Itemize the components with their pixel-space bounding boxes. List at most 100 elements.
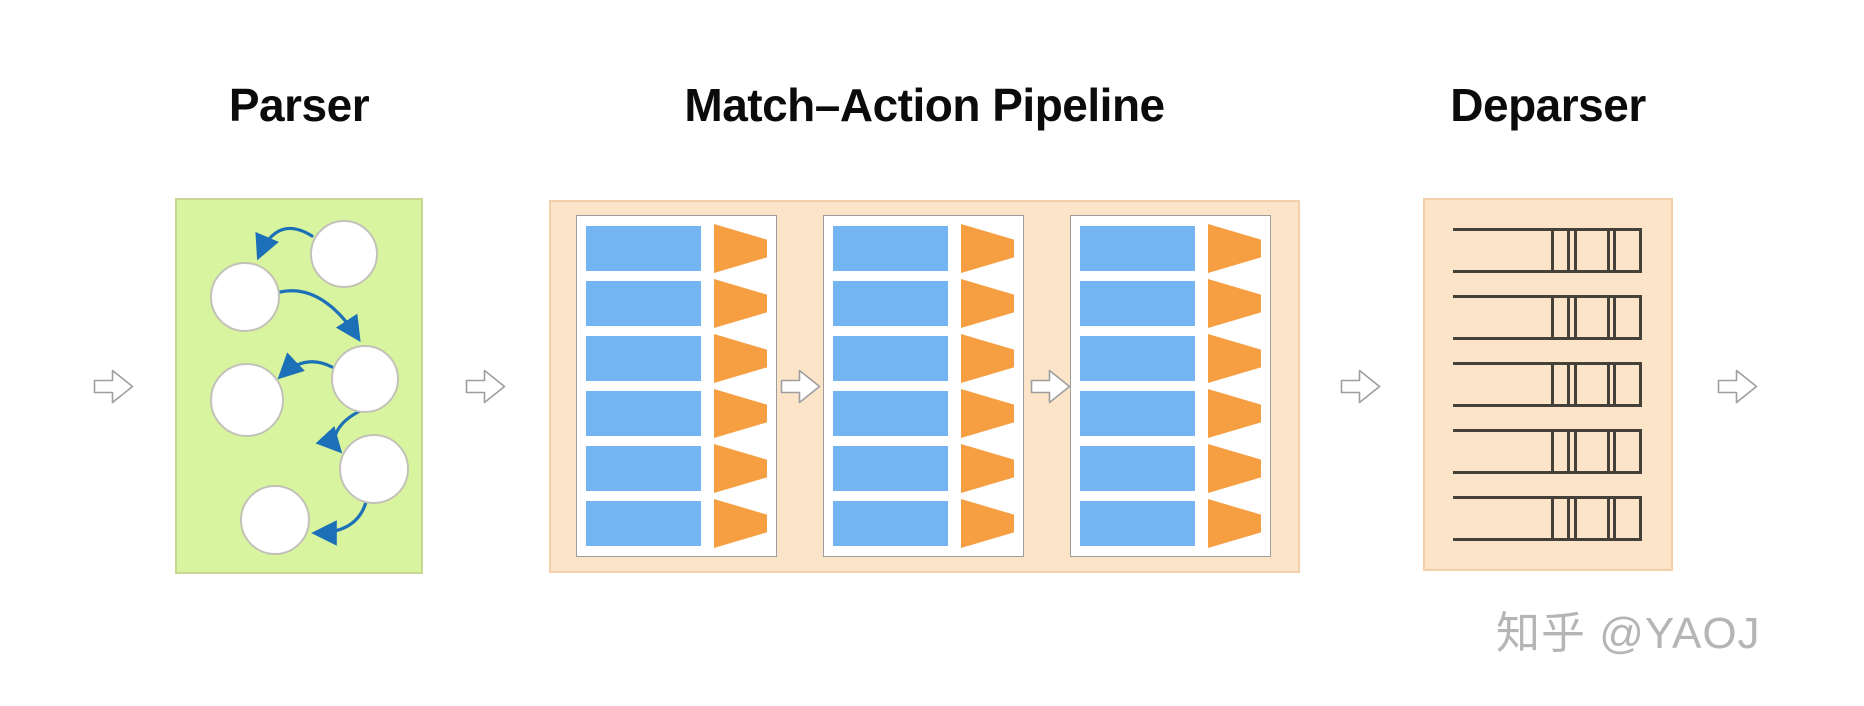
match-table-bar [833, 446, 948, 491]
action-unit-icon [714, 499, 767, 548]
flow-arrow-icon [780, 369, 821, 404]
deparser-box [1423, 198, 1673, 571]
match-table-bar [833, 281, 948, 326]
match-table-bar [833, 226, 948, 271]
action-unit-icon [961, 389, 1014, 438]
match-action-row [833, 499, 1023, 548]
action-unit-icon [961, 334, 1014, 383]
packet-top-line [1453, 429, 1642, 432]
match-action-row [586, 334, 776, 383]
packet-header-cell [1613, 295, 1642, 340]
match-table-bar [586, 226, 701, 271]
match-action-row [833, 444, 1023, 493]
packet-top-line [1453, 228, 1642, 231]
action-unit-icon [961, 499, 1014, 548]
action-unit-icon [714, 224, 767, 273]
action-unit-icon [714, 389, 767, 438]
match-action-row [833, 389, 1023, 438]
flow-arrow-icon [1340, 369, 1381, 404]
packet-header-cell [1551, 429, 1570, 474]
match-table-bar [1080, 336, 1195, 381]
packet-top-line [1453, 295, 1642, 298]
match-action-row [1080, 334, 1270, 383]
parser-title: Parser [228, 79, 370, 131]
flow-arrow-icon [465, 369, 506, 404]
match-table-bar [1080, 446, 1195, 491]
packet-bottom-line [1453, 404, 1642, 407]
match-table-bar [1080, 501, 1195, 546]
parser-state-node [339, 434, 409, 504]
match-table-bar [586, 336, 701, 381]
match-action-row [1080, 389, 1270, 438]
parser-state-node [240, 485, 310, 555]
packet-header-cell [1574, 228, 1610, 273]
match-action-stage [576, 215, 777, 557]
packet-bottom-line [1453, 270, 1642, 273]
action-unit-icon [714, 279, 767, 328]
packet-row [1453, 429, 1642, 474]
action-unit-icon [1208, 389, 1261, 438]
action-unit-icon [961, 224, 1014, 273]
parser-transition-edge [255, 226, 314, 261]
packet-header-cell [1551, 295, 1570, 340]
packet-bottom-line [1453, 471, 1642, 474]
packet-row [1453, 362, 1642, 407]
match-action-row [833, 334, 1023, 383]
pipeline-title: Match–Action Pipeline [684, 79, 1165, 131]
action-unit-icon [1208, 334, 1261, 383]
parser-box [175, 198, 423, 574]
parser-state-node [331, 345, 399, 413]
watermark: 知乎 @YAOJ [1496, 609, 1761, 658]
match-action-row [833, 224, 1023, 273]
match-action-row [586, 389, 776, 438]
match-action-row [586, 224, 776, 273]
match-table-bar [586, 281, 701, 326]
flow-arrow-icon [93, 369, 134, 404]
match-table-bar [833, 501, 948, 546]
match-action-row [586, 499, 776, 548]
parser-state-node [210, 363, 284, 437]
parser-transition-edge [278, 289, 361, 343]
parser-state-node [210, 262, 280, 332]
parser-transition-edge [277, 352, 334, 380]
flow-arrow-icon [1717, 369, 1758, 404]
packet-header-cell [1613, 429, 1642, 474]
parser-state-diagram [210, 220, 409, 555]
match-table-bar [586, 501, 701, 546]
match-table-bar [1080, 281, 1195, 326]
packet-header-cell [1551, 496, 1570, 541]
match-action-row [586, 444, 776, 493]
match-action-row [1080, 224, 1270, 273]
match-action-row [1080, 444, 1270, 493]
packet-header-cell [1574, 362, 1610, 407]
action-unit-icon [714, 334, 767, 383]
match-table-bar [1080, 391, 1195, 436]
match-table-bar [833, 336, 948, 381]
packet-bottom-line [1453, 538, 1642, 541]
action-unit-icon [961, 444, 1014, 493]
packet-header-cell [1551, 228, 1570, 273]
deparser-title: Deparser [1450, 79, 1646, 131]
action-unit-icon [1208, 279, 1261, 328]
packet-row [1453, 295, 1642, 340]
action-unit-icon [1208, 224, 1261, 273]
match-action-row [833, 279, 1023, 328]
action-unit-icon [1208, 444, 1261, 493]
action-unit-icon [714, 444, 767, 493]
packet-header-cell [1613, 496, 1642, 541]
packet-row [1453, 228, 1642, 273]
packet-header-cell [1551, 362, 1570, 407]
packet-header-cell [1613, 228, 1642, 273]
match-table-bar [1080, 226, 1195, 271]
match-table-bar [833, 391, 948, 436]
flow-arrow-icon [1030, 369, 1071, 404]
packet-header-cell [1574, 496, 1610, 541]
packet-header-cell [1613, 362, 1642, 407]
packet-top-line [1453, 496, 1642, 499]
match-action-row [1080, 279, 1270, 328]
pipeline-container [549, 200, 1300, 573]
parser-transition-edge [315, 409, 362, 454]
action-unit-icon [961, 279, 1014, 328]
packet-header-cell [1574, 429, 1610, 474]
